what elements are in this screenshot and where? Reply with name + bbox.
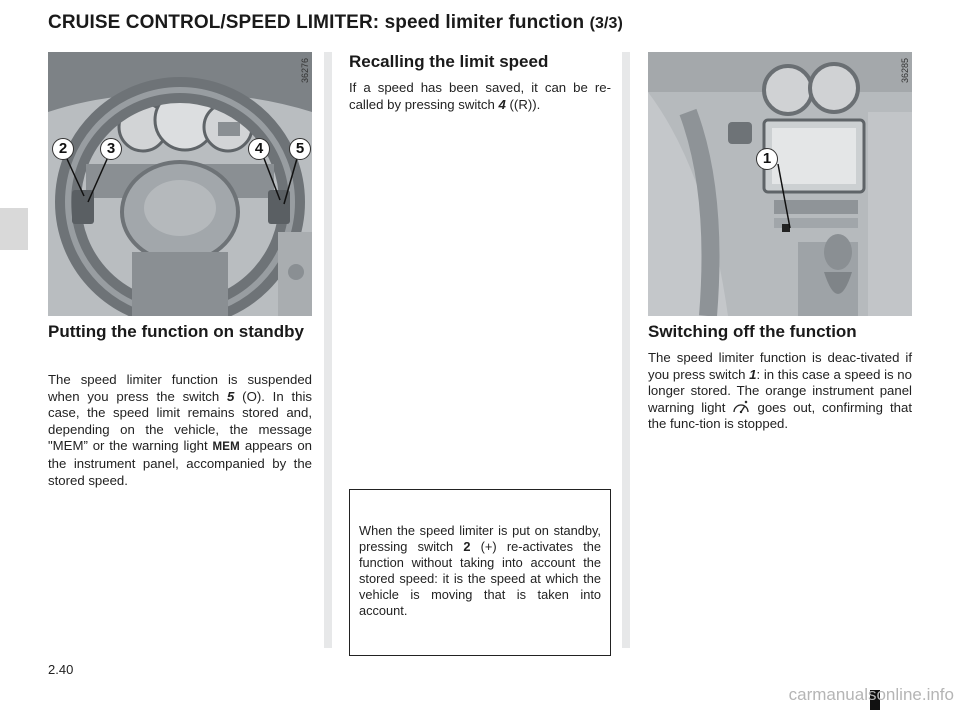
figure-code: 36285 — [900, 58, 910, 84]
steering-wheel-figure: 36276 2 3 4 5 — [48, 52, 312, 316]
callout-5: 5 — [289, 138, 311, 160]
page-title-main: CRUISE CONTROL/SPEED LIMITER: speed limi… — [48, 12, 585, 33]
speed-limiter-warning-icon — [733, 400, 750, 413]
dashboard-illustration — [648, 52, 912, 316]
standby-heading: Putting the function on standby — [48, 322, 304, 341]
column-divider — [324, 52, 332, 648]
page-number: 2.40 — [48, 662, 74, 677]
switch-number: 5 — [227, 388, 235, 404]
callout-3: 3 — [100, 138, 122, 160]
switch-off-heading: Switching off the function — [648, 322, 857, 341]
page-title-part: (3/3) — [589, 15, 623, 32]
steering-wheel-illustration — [48, 52, 312, 316]
corner-mark — [870, 690, 880, 710]
recall-paragraph: If a speed has been saved, it can be re-… — [349, 80, 611, 112]
mem-warning-badge: MEM — [212, 441, 240, 454]
column-divider — [622, 52, 630, 648]
callout-1: 1 — [756, 148, 778, 170]
switch-off-paragraph: The speed limiter function is deac-tivat… — [648, 350, 913, 432]
watermark: carmanualsonline.info — [788, 685, 954, 704]
recall-heading: Recalling the limit speed — [349, 52, 549, 71]
switch-number: 4 — [498, 96, 506, 112]
note-box: When the speed limiter is put on standby… — [349, 489, 611, 656]
chapter-tab — [0, 208, 28, 250]
switch-number: 1 — [749, 366, 757, 382]
page-title: CRUISE CONTROL/SPEED LIMITER: speed limi… — [48, 12, 623, 34]
callout-4: 4 — [248, 138, 270, 160]
callout-2: 2 — [52, 138, 74, 160]
note-paragraph: When the speed limiter is put on standby… — [359, 523, 601, 618]
standby-paragraph: The speed limiter function is suspended … — [48, 372, 313, 488]
figure-code: 36276 — [300, 58, 310, 84]
dashboard-figure: 36285 1 — [648, 52, 912, 316]
switch-number: 2 — [463, 539, 471, 554]
